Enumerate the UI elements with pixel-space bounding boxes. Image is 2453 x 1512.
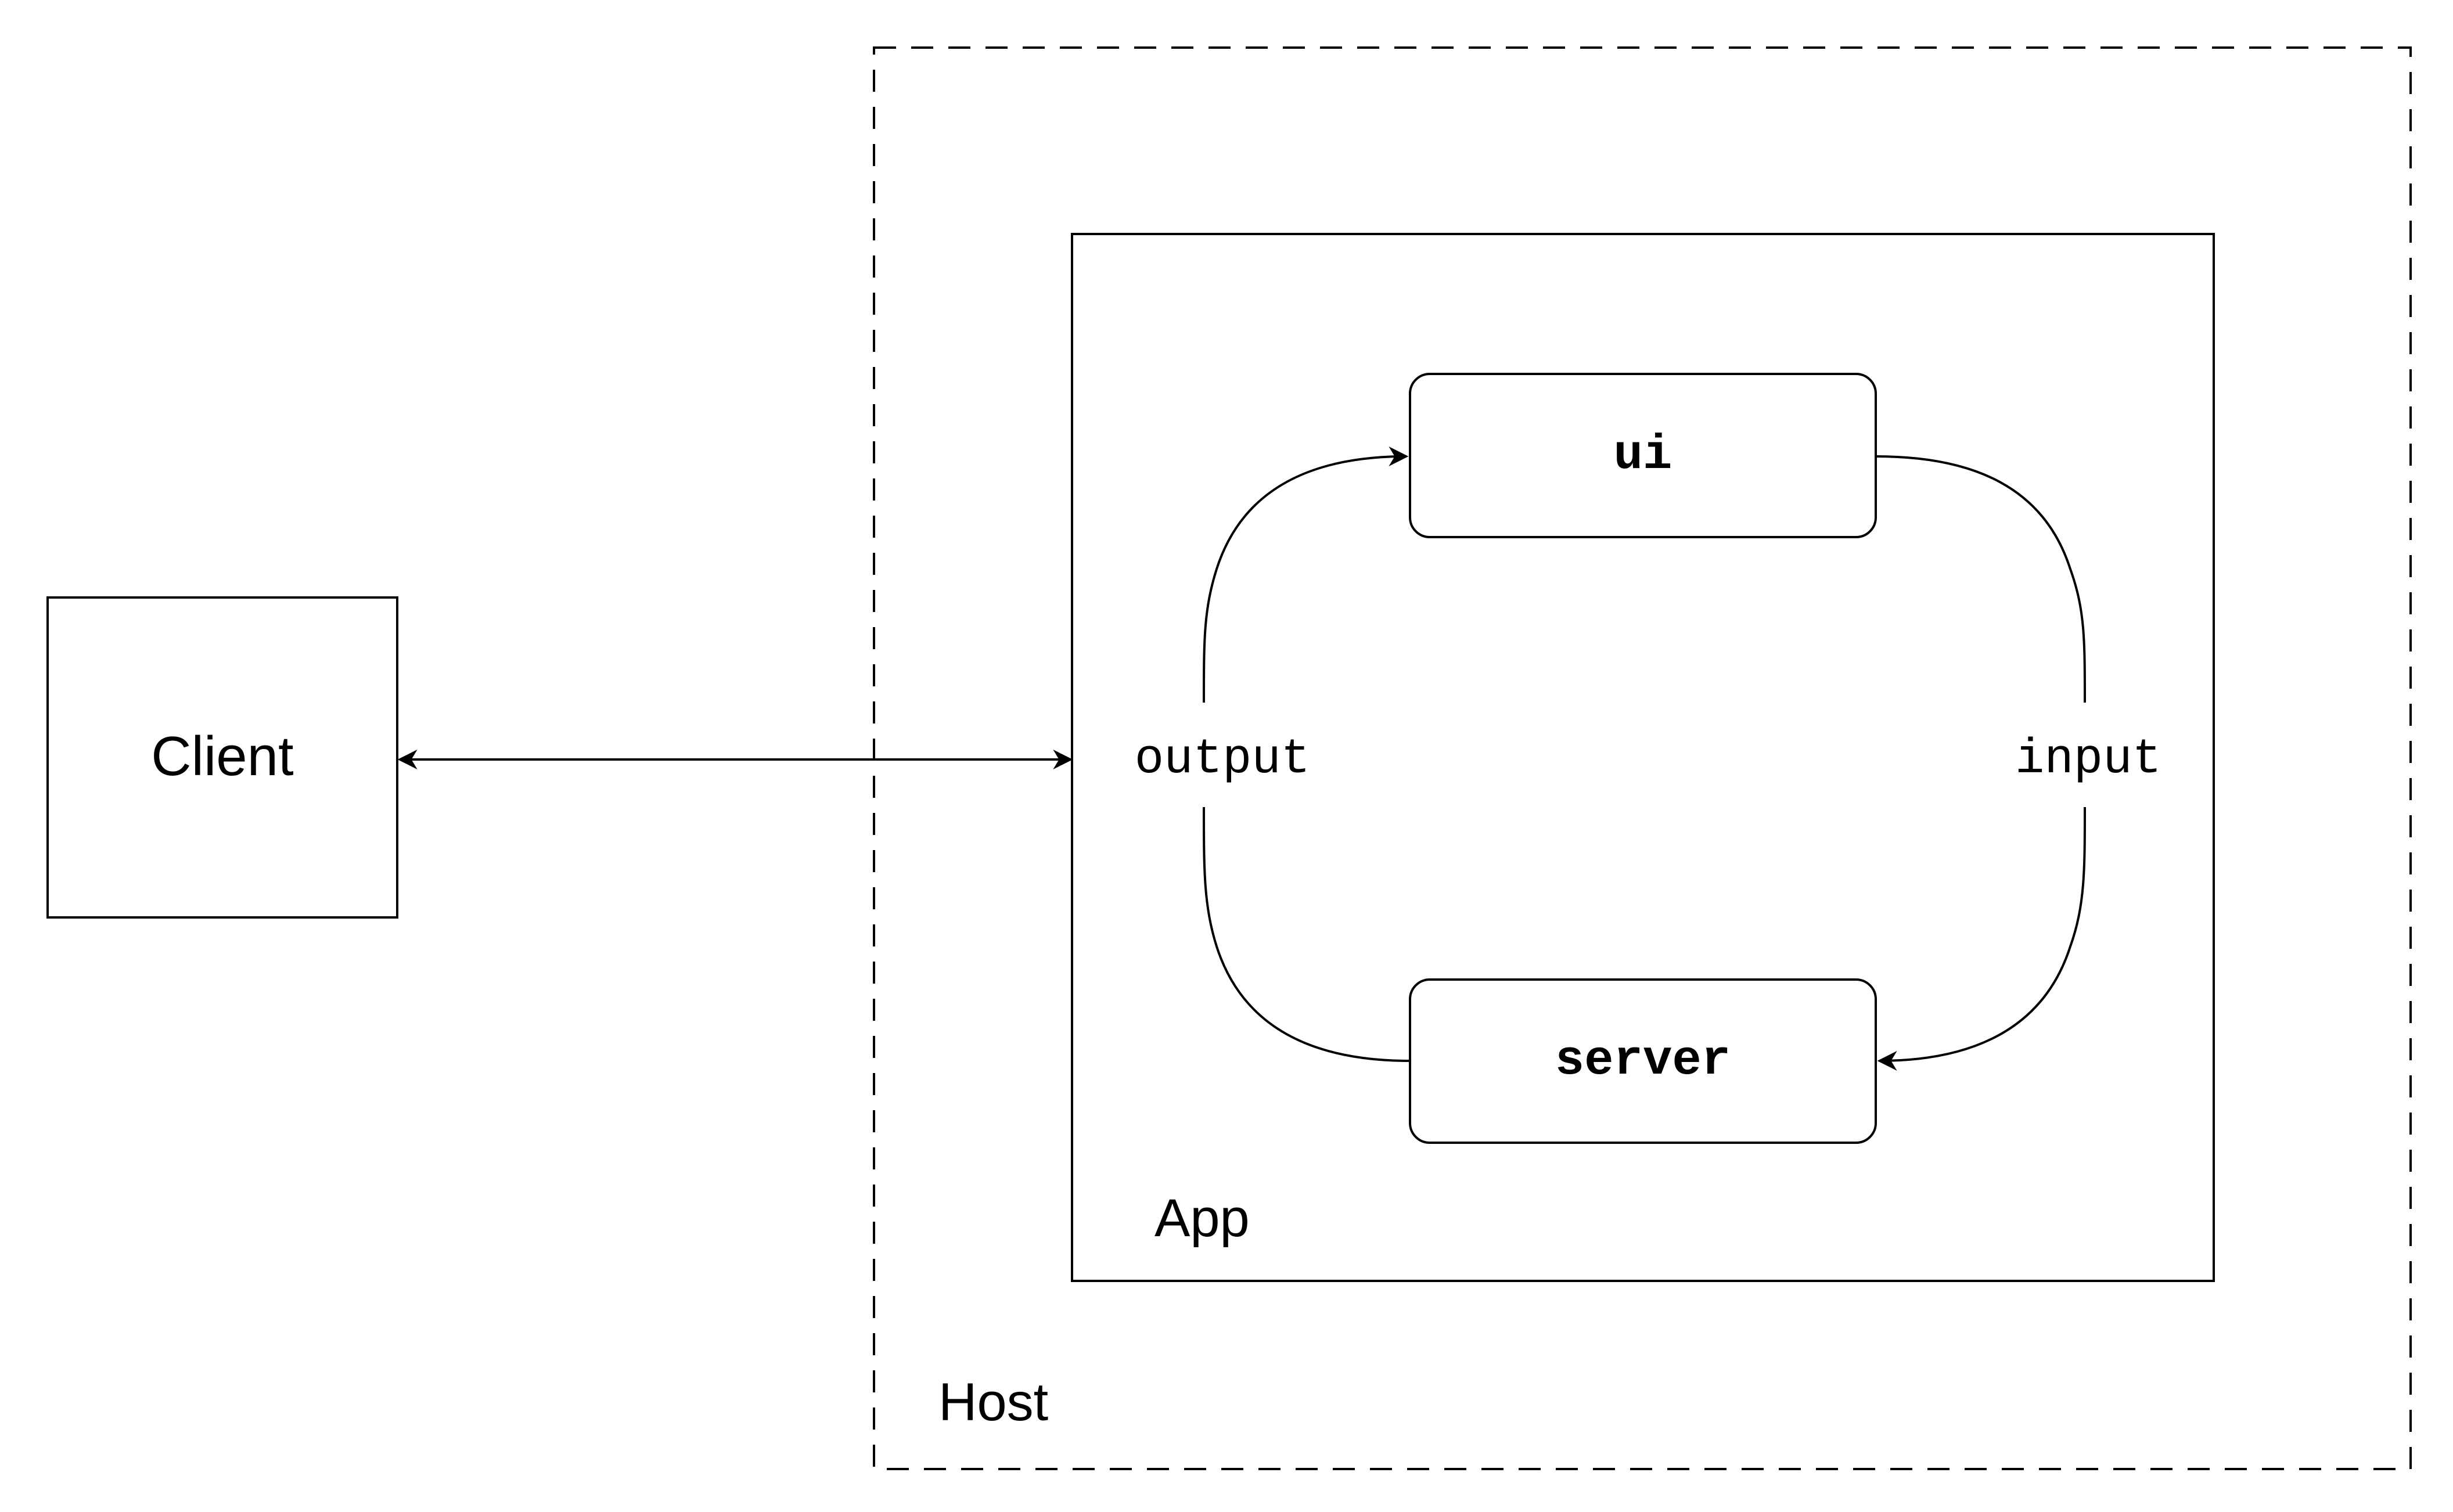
output-label: output	[1135, 732, 1310, 787]
client-box	[46, 596, 398, 919]
host-container: Host	[873, 46, 2412, 1470]
input-edge-upper	[1875, 455, 2086, 703]
input-edge-lower	[1877, 807, 2086, 1071]
host-label: Host	[938, 1373, 1048, 1432]
server-label: server	[1555, 1034, 1731, 1089]
client-node: Client	[46, 596, 398, 919]
server-node: server	[1409, 978, 1877, 1144]
host-box	[873, 46, 2412, 1470]
ui-node: ui	[1409, 373, 1877, 538]
input-label: input	[2015, 732, 2161, 787]
client-label: Client	[151, 725, 293, 787]
input-edge: input	[1875, 455, 2161, 1071]
output-edge-lower	[1203, 807, 1411, 1062]
output-edge: output	[1135, 447, 1411, 1062]
ui-label: ui	[1614, 428, 1672, 483]
output-edge-upper	[1203, 447, 1409, 703]
app-label: App	[1154, 1189, 1250, 1248]
